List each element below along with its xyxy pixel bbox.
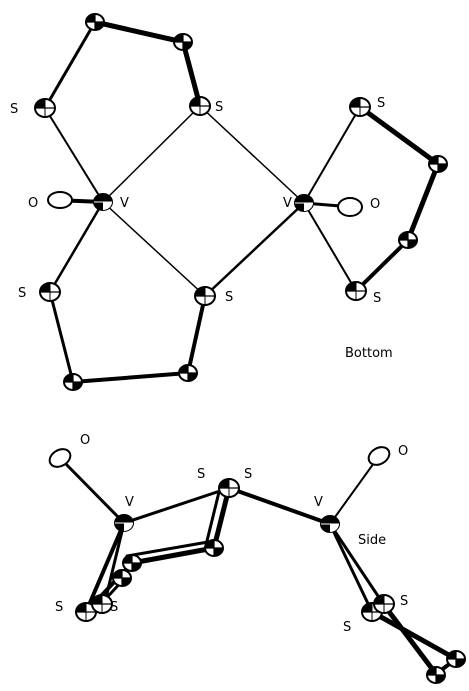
bottom-label-o-left: O xyxy=(28,196,38,211)
bottom-carbon-atom xyxy=(85,13,105,31)
bottom-sulfur-atom xyxy=(34,98,56,118)
bottom-oxygen-atom xyxy=(47,191,73,209)
side-carbon-atom xyxy=(122,554,142,572)
bottom-carbon-atom xyxy=(63,373,83,391)
bottom-carbon-atom xyxy=(178,364,198,382)
side-label-s-lower-left-2: S xyxy=(110,600,118,615)
side-label-o-left: O xyxy=(80,433,90,448)
bottom-sulfur-atom xyxy=(349,97,371,117)
bottom-label-o-right: O xyxy=(370,197,380,212)
side-oxygen-atom xyxy=(367,446,391,466)
side-sulfur-atom xyxy=(91,594,113,614)
bottom-view: S S S O V V O S S S Bottom xyxy=(10,13,448,391)
side-vanadium-atom xyxy=(320,515,340,533)
bottom-caption: Bottom xyxy=(345,346,393,361)
bottom-sulfur-atom xyxy=(194,286,216,306)
side-vanadium-atom xyxy=(114,514,134,532)
bottom-label-v-right: V xyxy=(283,196,292,211)
side-carbon-atom xyxy=(204,539,224,557)
side-oxygen-atom xyxy=(48,448,72,468)
side-carbon-atom xyxy=(426,666,446,684)
bottom-sulfur-atom xyxy=(345,281,367,301)
side-sulfur-atom xyxy=(218,478,240,498)
bottom-carbon-atom xyxy=(173,33,193,51)
side-label-s-lower-right-2: S xyxy=(343,620,351,635)
bottom-label-s-bottom-right: S xyxy=(373,291,381,306)
bottom-sulfur-atom xyxy=(39,282,61,302)
side-label-v-right: V xyxy=(314,495,323,510)
bottom-sulfur-atom xyxy=(189,96,211,116)
side-label-o-right: O xyxy=(398,444,408,459)
side-carbon-atom xyxy=(112,569,132,587)
side-label-s-lower-left-1: S xyxy=(55,600,63,615)
bottom-vanadium-atom xyxy=(294,194,314,212)
side-caption: Side xyxy=(358,533,386,548)
side-bonds xyxy=(58,455,459,677)
bottom-vanadium-atom xyxy=(93,193,113,211)
bottom-label-v-left: V xyxy=(120,196,129,211)
side-sulfur-atom xyxy=(373,594,395,614)
bottom-label-s-top-left: S xyxy=(10,102,18,117)
side-carbon-atom xyxy=(446,650,466,668)
bottom-carbon-atom xyxy=(428,155,448,173)
side-label-s-lower-right-1: S xyxy=(400,594,408,609)
bottom-label-s-top-center: S xyxy=(215,100,223,115)
bottom-carbon-atom xyxy=(398,231,418,249)
bottom-bonds xyxy=(43,19,441,384)
bottom-label-s-bottom-center: S xyxy=(225,290,233,305)
bottom-label-s-top-right: S xyxy=(377,96,385,111)
bottom-label-s-bottom-left: S xyxy=(18,286,26,301)
side-label-v-left: V xyxy=(125,495,134,510)
side-label-s-center-2: S xyxy=(244,467,252,482)
bottom-oxygen-atom xyxy=(337,197,363,217)
side-view: O V S S V O Side S S S S xyxy=(48,433,466,684)
side-label-s-center-1: S xyxy=(197,467,205,482)
